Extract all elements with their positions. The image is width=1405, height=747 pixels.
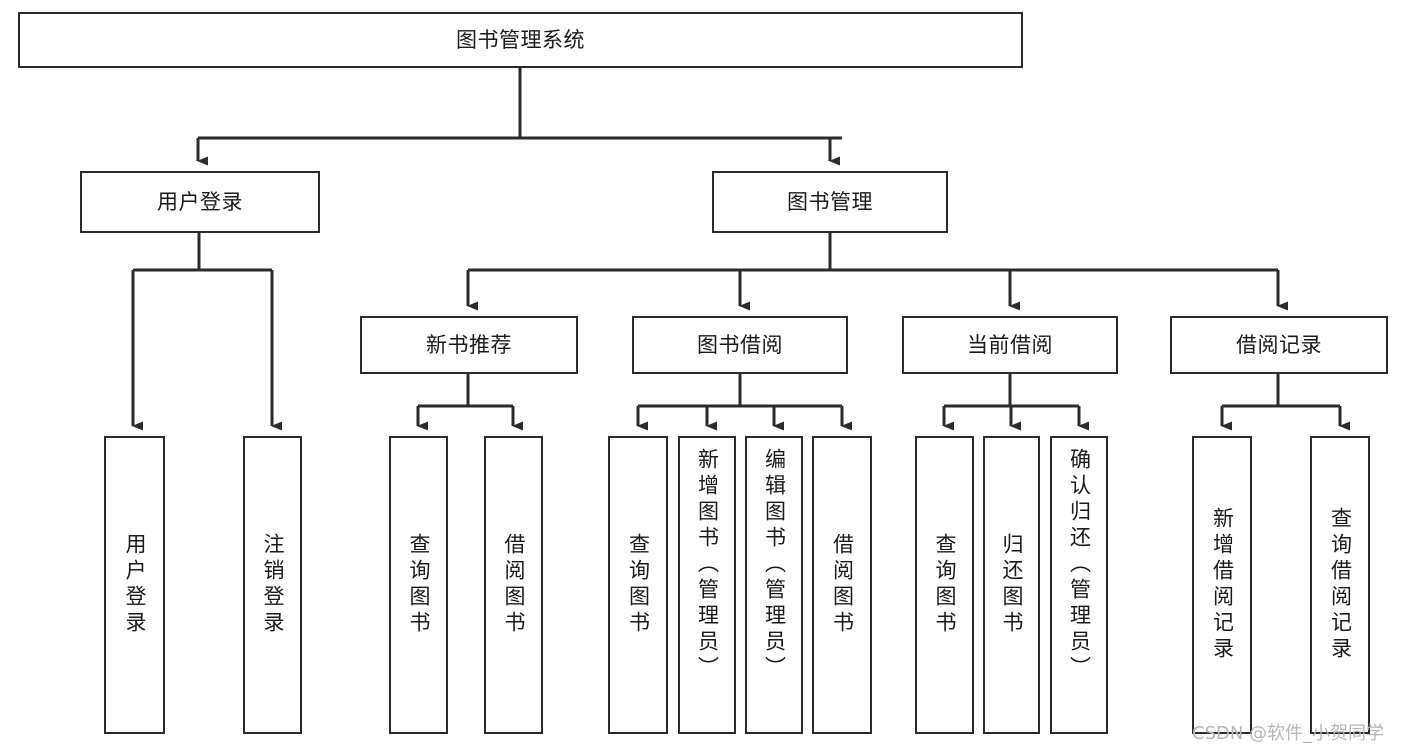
node-book-manage-label: 图书管理 [787, 189, 873, 214]
node-leaf-borrow-book-2-label: 借阅图书 [830, 533, 855, 637]
node-leaf-edit-book[interactable]: 编辑图书（管理员） [745, 436, 803, 734]
node-leaf-return-book[interactable]: 归还图书 [983, 436, 1040, 734]
node-root-system[interactable]: 图书管理系统 [18, 12, 1023, 68]
node-leaf-add-book[interactable]: 新增图书（管理员） [678, 436, 736, 734]
node-leaf-user-login[interactable]: 用户登录 [104, 436, 165, 734]
node-leaf-edit-book-label: 编辑图书（管理员） [762, 448, 787, 682]
node-leaf-add-record-label: 新增借阅记录 [1210, 507, 1235, 663]
node-leaf-query-book-1-label: 查询图书 [407, 533, 431, 637]
node-borrow-record-label: 借阅记录 [1236, 332, 1322, 357]
node-root-system-label: 图书管理系统 [456, 27, 585, 52]
node-user-login[interactable]: 用户登录 [80, 171, 320, 233]
node-leaf-query-book-2-label: 查询图书 [626, 533, 651, 637]
node-leaf-borrow-book-1[interactable]: 借阅图书 [484, 436, 543, 734]
node-leaf-user-logout[interactable]: 注销登录 [243, 436, 302, 734]
csdn-watermark: CSDN @软件_小贺同学 [1192, 723, 1385, 744]
node-leaf-confirm-return-label: 确认归还（管理员） [1067, 448, 1092, 682]
node-leaf-confirm-return[interactable]: 确认归还（管理员） [1050, 436, 1108, 734]
node-current-borrow-label: 当前借阅 [967, 332, 1053, 357]
node-user-login-label: 用户登录 [157, 189, 243, 214]
node-book-borrow[interactable]: 图书借阅 [632, 316, 848, 374]
node-leaf-add-book-label: 新增图书（管理员） [695, 448, 720, 682]
node-leaf-query-book-3[interactable]: 查询图书 [915, 436, 974, 734]
node-leaf-query-record-label: 查询借阅记录 [1328, 507, 1353, 663]
node-leaf-borrow-book-1-label: 借阅图书 [502, 533, 526, 637]
node-leaf-borrow-book-2[interactable]: 借阅图书 [812, 436, 872, 734]
node-new-book-recommend[interactable]: 新书推荐 [360, 316, 578, 374]
node-leaf-query-book-1[interactable]: 查询图书 [389, 436, 448, 734]
node-current-borrow[interactable]: 当前借阅 [902, 316, 1118, 374]
node-borrow-record[interactable]: 借阅记录 [1170, 316, 1388, 374]
node-leaf-user-logout-label: 注销登录 [261, 533, 285, 637]
node-leaf-add-record[interactable]: 新增借阅记录 [1192, 436, 1252, 734]
node-new-book-recommend-label: 新书推荐 [426, 332, 512, 357]
node-book-manage[interactable]: 图书管理 [712, 171, 948, 233]
node-leaf-query-book-3-label: 查询图书 [933, 533, 957, 637]
node-leaf-return-book-label: 归还图书 [1000, 533, 1024, 637]
node-leaf-query-record[interactable]: 查询借阅记录 [1310, 436, 1370, 734]
node-book-borrow-label: 图书借阅 [697, 332, 783, 357]
node-leaf-user-login-label: 用户登录 [123, 533, 147, 637]
node-leaf-query-book-2[interactable]: 查询图书 [608, 436, 668, 734]
